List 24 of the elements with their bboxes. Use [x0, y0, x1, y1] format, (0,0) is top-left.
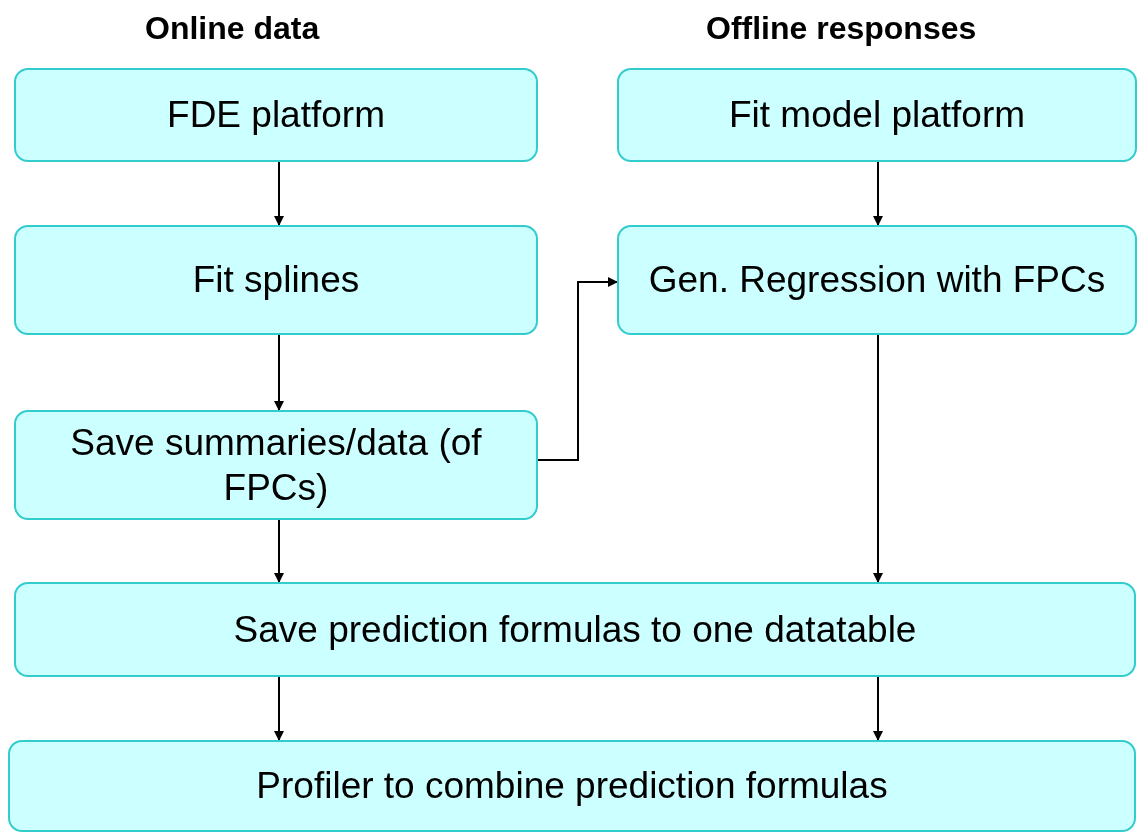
column-heading: Offline responses [706, 10, 977, 47]
arrow [873, 334, 883, 583]
process-box [14, 225, 538, 335]
box-text: Fit splines [192, 258, 360, 303]
process-box [617, 68, 1137, 162]
arrow [274, 676, 284, 741]
process-box [14, 68, 538, 162]
arrow [274, 161, 284, 226]
arrow [537, 277, 618, 461]
process-box [14, 582, 1136, 677]
box-text: Fit model platform [728, 93, 1026, 138]
arrow [274, 519, 284, 583]
box-text: Gen. Regression with FPCs [648, 258, 1106, 303]
box-text: Save summaries/data (of FPCs) [69, 420, 483, 510]
arrow [274, 334, 284, 411]
process-box [617, 225, 1137, 335]
arrow [873, 161, 883, 226]
process-box [14, 410, 538, 520]
box-text: Save prediction formulas to one datatable [233, 607, 917, 652]
process-box [8, 740, 1136, 832]
arrow [873, 676, 883, 741]
column-heading: Online data [145, 10, 320, 47]
box-text: FDE platform [167, 93, 385, 138]
box-text: Profiler to combine prediction formulas [256, 764, 888, 809]
